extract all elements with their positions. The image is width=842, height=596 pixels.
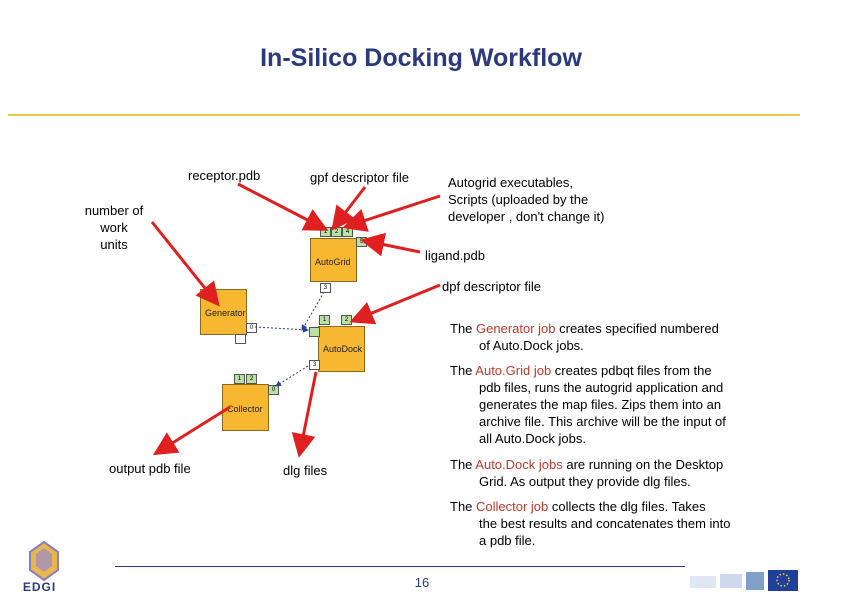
autogrid-job-box[interactable]: AutoGrid	[310, 238, 357, 282]
collector-description: The Collector job collects the dlg files…	[450, 498, 770, 549]
desc-ad-job: Auto.Dock jobs	[475, 457, 563, 472]
autogrid-exec-line3: developer , don't change it)	[448, 209, 605, 224]
autogrid-exec-label: Autogrid executables, Scripts (uploaded …	[448, 174, 604, 225]
desc-col-line3: a pdb file.	[479, 533, 536, 548]
footer-rule	[115, 566, 685, 567]
desc-ad-pre: The	[450, 457, 476, 472]
output-pdb-label: output pdb file	[109, 461, 191, 476]
edgi-logo-icon	[29, 540, 59, 582]
autodock-description: The Auto.Dock jobs are running on the De…	[450, 456, 770, 490]
link-autodock-collector	[275, 365, 309, 387]
autodock-input-port[interactable]	[309, 327, 320, 337]
desc-gen-job: Generator job	[476, 321, 556, 336]
page-number: 16	[414, 575, 430, 590]
dlg-files-label: dlg files	[283, 463, 328, 478]
autodock-box-label: AutoDock	[323, 344, 363, 354]
receptor-label: receptor.pdb	[188, 168, 261, 183]
desc-col-job: Collector job	[476, 499, 549, 514]
desc-ag-line4: archive file. This archive will be the i…	[479, 414, 726, 429]
collector-port-0[interactable]: 0	[268, 385, 279, 395]
arrow-num-units	[150, 221, 220, 307]
autodock-output-port[interactable]: 3	[309, 360, 320, 370]
collector-port-1[interactable]: 1	[234, 374, 245, 384]
collector-box-label: Collector	[227, 404, 263, 414]
generator-box-label: Generator	[205, 308, 246, 318]
dpf-label: dpf descriptor file	[442, 279, 541, 294]
desc-ag-line2: pdb files, runs the autogrid application…	[479, 380, 724, 395]
desc-gen-line2: of Auto.Dock jobs.	[479, 338, 584, 353]
arrow-dlg-files	[291, 371, 318, 458]
arrow-dpf	[349, 283, 441, 325]
generator-bottom-port[interactable]	[235, 334, 246, 344]
desc-ad-post: are running on the Desktop	[562, 457, 724, 472]
autogrid-description: The Auto.Grid job creates pdbqt files fr…	[450, 362, 770, 447]
partner-logos-icon	[690, 570, 798, 591]
arrow-autogrid-exec	[342, 194, 441, 232]
desc-col-pre: The	[450, 499, 477, 514]
desc-ag-line5: all Auto.Dock jobs.	[479, 431, 586, 446]
arrow-ligand	[360, 232, 421, 257]
link-autogrid-autodock	[301, 291, 325, 331]
desc-gen-post: creates specified numbered	[555, 321, 719, 336]
num-units-label: number of work units	[78, 202, 150, 253]
num-units-line2: work	[100, 220, 128, 235]
desc-ag-pre: The	[450, 363, 476, 378]
slide-title: In-Silico Docking Workflow	[260, 44, 582, 72]
desc-ad-line2: Grid. As output they provide dlg files.	[479, 474, 691, 489]
desc-col-line2: the best results and concatenates them i…	[479, 516, 731, 531]
num-units-line3: units	[100, 237, 128, 252]
desc-gen-pre: The	[450, 321, 477, 336]
autodock-job-box[interactable]: AutoDock	[318, 326, 365, 372]
title-rule	[8, 114, 800, 116]
arrow-receptor	[237, 182, 329, 231]
autodock-port-1[interactable]: 1	[319, 315, 330, 325]
collector-port-2[interactable]: 2	[246, 374, 257, 384]
ligand-label: ligand.pdb	[425, 248, 485, 263]
desc-ag-post: creates pdbqt files from the	[551, 363, 712, 378]
arrow-output-pdb	[152, 405, 231, 456]
desc-col-post: collects the dlg files. Takes	[548, 499, 706, 514]
desc-ag-job: Auto.Grid job	[475, 363, 552, 378]
num-units-line1: number of	[84, 203, 144, 218]
generator-description: The Generator job creates specified numb…	[450, 320, 770, 354]
autogrid-exec-line1: Autogrid executables,	[448, 175, 574, 190]
autogrid-exec-line2: Scripts (uploaded by the	[448, 192, 589, 207]
link-generator-autodock	[254, 326, 309, 333]
generator-output-port[interactable]: 0	[246, 323, 257, 333]
desc-ag-line3: generates the map files. Zips them into …	[479, 397, 722, 412]
edgi-logo-text: EDGI	[22, 580, 57, 594]
gpf-label: gpf descriptor file	[310, 170, 409, 185]
autogrid-output-port[interactable]: 3	[320, 283, 331, 293]
arrow-gpf	[331, 186, 367, 231]
autogrid-box-label: AutoGrid	[315, 257, 351, 267]
